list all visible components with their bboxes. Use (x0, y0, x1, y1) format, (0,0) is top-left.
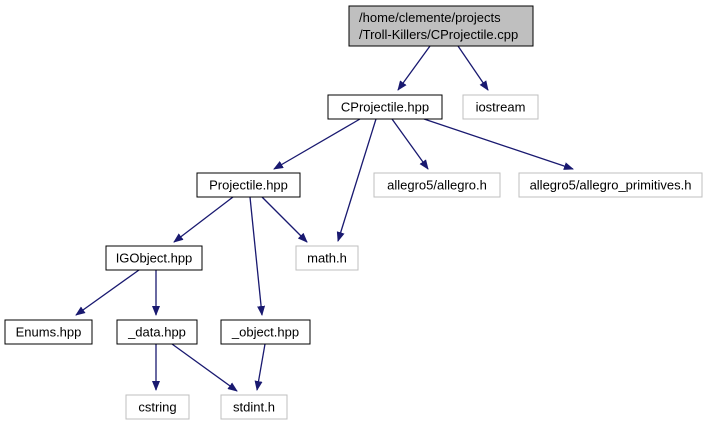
edge-cprojectile_hpp-to-math_h (336, 118, 377, 242)
node-box-igobject_hpp (105, 245, 203, 271)
node-label-data_hpp: _data.hpp (127, 325, 186, 340)
node-label-allegro_h: allegro5/allegro.h (387, 178, 487, 193)
node-label-math_h: math.h (307, 251, 347, 266)
edges (75, 45, 574, 392)
node-label-iostream: iostream (476, 100, 526, 115)
node-box-math_h (295, 245, 359, 271)
node-box-object_hpp (220, 319, 311, 345)
node-label-object_hpp: _object.hpp (231, 325, 299, 340)
node-box-iostream (462, 94, 539, 120)
node-box-cstring (125, 394, 190, 420)
node-box-allegro_h (373, 172, 501, 198)
node-projectile_hpp[interactable]: Projectile.hpp (196, 172, 301, 198)
node-label-root-line-2: /Troll-Killers/CProjectile.cpp (359, 27, 518, 42)
node-label-stdint_h: stdint.h (233, 400, 275, 415)
node-stdint_h: stdint.h (220, 394, 288, 420)
edge-root-to-iostream (457, 45, 489, 91)
edge-igobject_hpp-to-enums_hpp (75, 269, 140, 316)
node-allegro_h: allegro5/allegro.h (373, 172, 501, 198)
edge-cprojectile_hpp-to-projectile_hpp (273, 118, 361, 170)
node-box-projectile_hpp (196, 172, 301, 198)
edge-data_hpp-to-stdint_h (171, 343, 238, 392)
node-math_h: math.h (295, 245, 359, 271)
node-object_hpp[interactable]: _object.hpp (220, 319, 311, 345)
node-label-enums_hpp: Enums.hpp (16, 325, 82, 340)
node-label-allegro_primitives_h: allegro5/allegro_primitives.h (530, 178, 692, 193)
node-label-root-line-1: /home/clemente/projects (359, 10, 501, 25)
edge-cprojectile_hpp-to-allegro_primitives_h (423, 118, 574, 170)
edge-projectile_hpp-to-object_hpp (249, 196, 266, 316)
edge-object_hpp-to-stdint_h (254, 343, 266, 391)
edge-projectile_hpp-to-igobject_hpp (173, 196, 234, 243)
node-box-allegro_primitives_h (518, 172, 703, 198)
node-igobject_hpp[interactable]: IGObject.hpp (105, 245, 203, 271)
node-box-cprojectile_hpp (327, 94, 443, 120)
node-box-stdint_h (220, 394, 288, 420)
node-label-projectile_hpp: Projectile.hpp (209, 178, 288, 193)
node-cstring: cstring (125, 394, 190, 420)
node-data_hpp[interactable]: _data.hpp (116, 319, 198, 345)
node-box-root (348, 5, 534, 47)
node-allegro_primitives_h: allegro5/allegro_primitives.h (518, 172, 703, 198)
node-cprojectile_hpp[interactable]: CProjectile.hpp (327, 94, 443, 120)
node-box-enums_hpp (4, 319, 93, 345)
node-label-cstring: cstring (138, 400, 176, 415)
node-enums_hpp[interactable]: Enums.hpp (4, 319, 93, 345)
node-label-cprojectile_hpp: CProjectile.hpp (341, 100, 429, 115)
node-root[interactable]: /home/clemente/projects/Troll-Killers/CP… (348, 5, 534, 47)
node-iostream: iostream (462, 94, 539, 120)
nodes: /home/clemente/projects/Troll-Killers/CP… (4, 5, 703, 420)
edge-root-to-cprojectile_hpp (397, 45, 431, 91)
node-box-data_hpp (116, 319, 198, 345)
edge-cprojectile_hpp-to-allegro_h (391, 118, 429, 170)
node-label-igobject_hpp: IGObject.hpp (116, 251, 193, 266)
edge-projectile_hpp-to-math_h (261, 196, 308, 243)
